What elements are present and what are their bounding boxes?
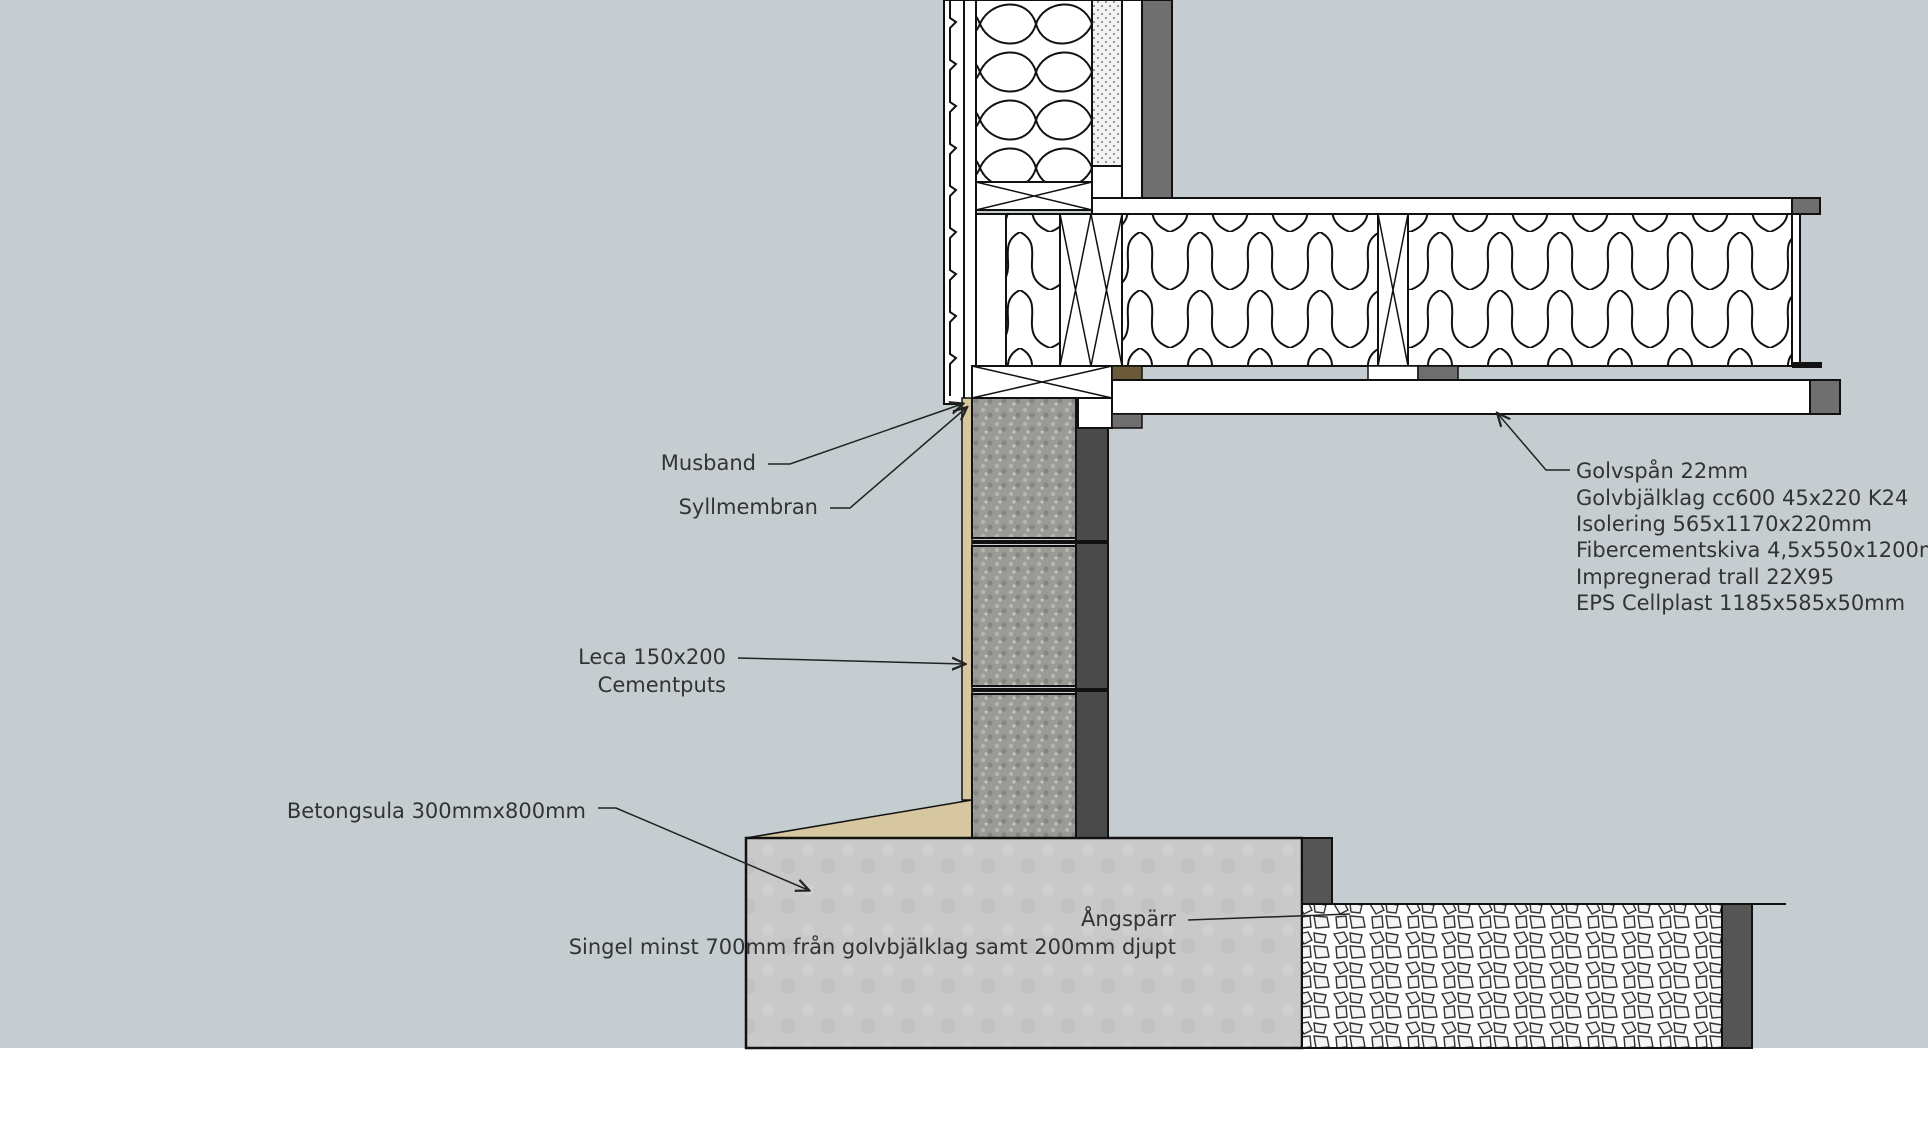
leader-musband	[768, 404, 962, 465]
label-floor-layer: Isolering 565x1170x220mm	[1576, 512, 1872, 536]
leader-angsparr	[1187, 913, 1351, 921]
floor-layers-label-block: Golvspån 22mm Golvbjälklag cc600 45x220 …	[1576, 458, 1928, 615]
label-syllmembran: Syllmembran	[679, 495, 818, 519]
floor-board	[1091, 197, 1821, 215]
gravel-bed	[1301, 903, 1786, 1049]
label-musband: Musband	[661, 451, 756, 475]
wall-inner-layer	[1091, 0, 1173, 199]
floor-joist-insulation	[975, 213, 1801, 367]
subfloor-layer	[1077, 379, 1841, 429]
wall-frame	[963, 0, 977, 405]
wall-bottom-plate	[975, 181, 1093, 211]
leca-wall	[971, 397, 1109, 839]
sill-beam	[971, 362, 1822, 399]
wall-outer-cladding	[943, 0, 965, 405]
label-floor-layer: EPS Cellplast 1185x585x50mm	[1576, 591, 1905, 615]
label-betongsula: Betongsula 300mmx800mm	[287, 799, 586, 823]
leader-betongsula	[598, 807, 808, 890]
leader-lines	[598, 404, 1570, 921]
label-floor-layer: Fibercementskiva 4,5x550x1200mm	[1576, 538, 1928, 562]
label-singel: Singel minst 700mm från golvbjälklag sam…	[569, 934, 1176, 959]
label-cementputs: Cementputs	[598, 673, 726, 697]
label-floor-layer: Golvbjälklag cc600 45x220 K24	[1576, 486, 1908, 510]
leader-floor	[1498, 414, 1570, 471]
leader-leca	[737, 658, 964, 664]
label-angsparr: Ångspärr	[1081, 905, 1176, 931]
label-floor-layer: Impregnerad trall 22X95	[1576, 565, 1834, 589]
leader-syllmembran	[830, 408, 966, 509]
concrete-footing	[744, 836, 1333, 1050]
label-floor-layer: Golvspån 22mm	[1576, 458, 1748, 483]
label-leca: Leca 150x200	[578, 645, 726, 669]
wall-insulation	[975, 0, 1093, 183]
